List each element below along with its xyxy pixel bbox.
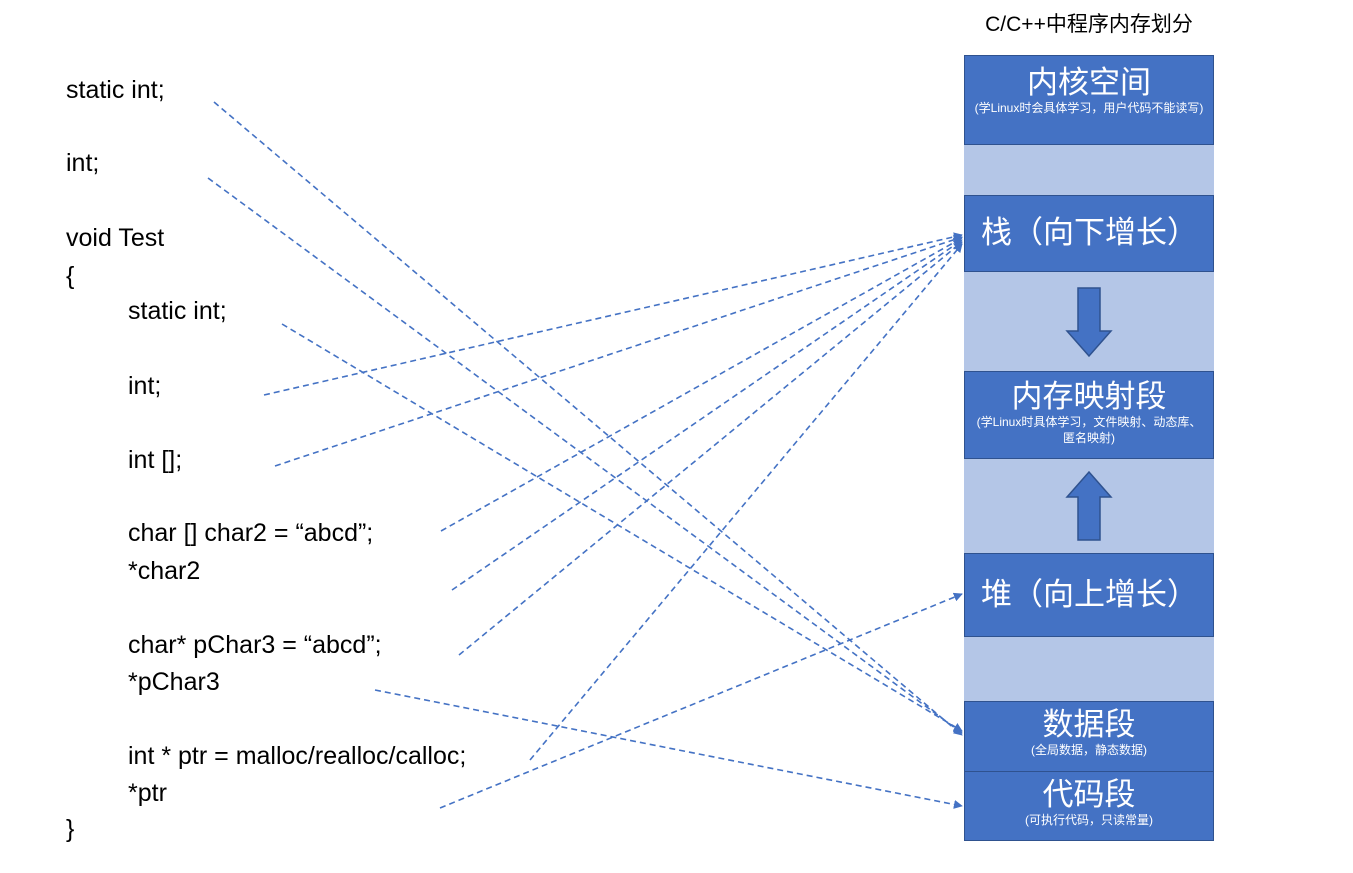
code-line-deref-char2: *char2 <box>128 557 201 585</box>
segment-code-name: 代码段 <box>1042 777 1136 812</box>
segment-mmap-note: (学Linux时具体学习，文件映射、动态库、匿名映射) <box>976 415 1202 446</box>
segment-stack: 栈（向下增长） <box>964 195 1214 272</box>
segment-kernel-note: (学Linux时会具体学习，用户代码不能读写) <box>974 101 1204 116</box>
segment-code: 代码段 (可执行代码，只读常量) <box>964 771 1214 841</box>
deref-ptr-to-heap-arrow <box>439 592 963 809</box>
code-line-void-test: void Test <box>66 224 165 252</box>
code-line-open-brace: { <box>66 262 75 290</box>
segment-data: 数据段 (全局数据，静态数据) <box>964 701 1214 772</box>
code-line-int-array: int []; <box>128 446 183 474</box>
heap-grows-up-arrow <box>1065 470 1113 541</box>
segment-data-note: (全局数据，静态数据) <box>1031 743 1147 758</box>
code-line-malloc: int * ptr = malloc/realloc/calloc; <box>128 742 467 770</box>
segment-mmap-name: 内存映射段 <box>1011 379 1167 414</box>
code-line-local-static-int: static int; <box>128 297 227 325</box>
deref-pchar3-to-code-arrow <box>374 689 963 809</box>
char-array-to-stack-arrow <box>440 237 963 532</box>
deref-char2-to-stack-arrow <box>451 239 963 591</box>
int-array-to-stack-arrow <box>274 235 963 467</box>
code-line-local-int: int; <box>128 372 162 400</box>
segment-kernel-name: 内核空间 <box>1027 65 1151 100</box>
segment-stack-name: 栈（向下增长） <box>981 215 1198 250</box>
local-static-int-to-data-arrow <box>281 323 963 732</box>
code-line-global-static-int: static int; <box>66 76 165 104</box>
segment-heap: 堆（向上增长） <box>964 553 1214 637</box>
malloc-ptr-to-stack-arrow <box>529 243 963 761</box>
code-line-global-int: int; <box>66 149 100 177</box>
global-static-int-to-data-arrow <box>213 101 963 736</box>
local-int-to-stack-arrow <box>263 232 963 396</box>
global-int-to-data-arrow <box>207 177 963 734</box>
segment-kernel: 内核空间 (学Linux时会具体学习，用户代码不能读写) <box>964 55 1214 145</box>
char-pointer-to-stack-arrow <box>458 241 963 656</box>
stack-grows-down-arrow <box>1065 287 1113 358</box>
segment-heap-name: 堆（向上增长） <box>981 577 1198 612</box>
segment-code-note: (可执行代码，只读常量) <box>1025 813 1153 828</box>
code-line-deref-ptr: *ptr <box>128 779 167 807</box>
code-line-deref-pchar3: *pChar3 <box>128 668 220 696</box>
segment-data-name: 数据段 <box>1042 707 1136 742</box>
code-line-char-pointer: char* pChar3 = “abcd”; <box>128 631 382 659</box>
diagram-title: C/C++中程序内存划分 <box>985 13 1193 36</box>
code-line-close-brace: } <box>66 815 75 843</box>
code-line-char-array: char [] char2 = “abcd”; <box>128 519 374 547</box>
segment-mmap: 内存映射段 (学Linux时具体学习，文件映射、动态库、匿名映射) <box>964 371 1214 459</box>
